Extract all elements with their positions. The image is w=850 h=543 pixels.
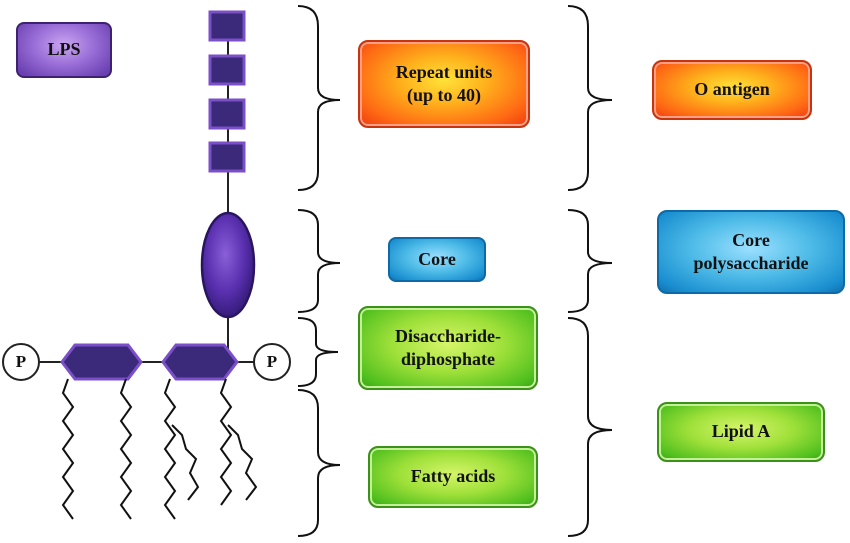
core-box: Core: [388, 237, 486, 282]
core-polysaccharide-box: Core polysaccharide: [657, 210, 845, 294]
fatty-acids-box: Fatty acids: [368, 446, 538, 508]
o-antigen-box: O antigen: [652, 60, 812, 120]
repeat-unit-squares: [208, 10, 246, 173]
fatty-acid-chain: [171, 424, 200, 501]
repeat-unit-square: [208, 54, 246, 86]
region-brackets: [567, 5, 613, 537]
disaccharide-hexagon-right: [161, 343, 239, 381]
disaccharide-hexagon-left: [60, 343, 143, 381]
fatty-acid-chain: [219, 378, 233, 506]
bracket-repeat-units: [297, 5, 341, 191]
disaccharide-diphosphate-box: Disaccharide- diphosphate: [358, 306, 538, 390]
phosphate-right: P: [253, 343, 291, 381]
bracket-core-polysaccharide: [567, 209, 613, 313]
bracket-disaccharide: [297, 317, 339, 387]
fatty-acid-chain: [163, 378, 177, 520]
repeat-units-box: Repeat units (up to 40): [358, 40, 530, 128]
repeat-unit-square: [208, 141, 246, 173]
component-brackets: [297, 5, 341, 537]
repeat-unit-square: [208, 98, 246, 130]
lps-label: LPS: [16, 22, 112, 78]
repeat-unit-square: [208, 10, 246, 42]
fatty-acid-chain: [227, 424, 258, 501]
bracket-o-antigen: [567, 5, 613, 191]
bracket-core: [297, 209, 341, 313]
fatty-acid-chain: [61, 378, 75, 520]
bracket-lipid-a: [567, 317, 613, 537]
fatty-acid-chain: [119, 378, 133, 520]
core-oval: [200, 211, 256, 319]
lipid-a-box: Lipid A: [657, 402, 825, 462]
bracket-fatty-acids: [297, 389, 341, 537]
phosphate-left: P: [2, 343, 40, 381]
fatty-acid-chains: [61, 378, 258, 520]
